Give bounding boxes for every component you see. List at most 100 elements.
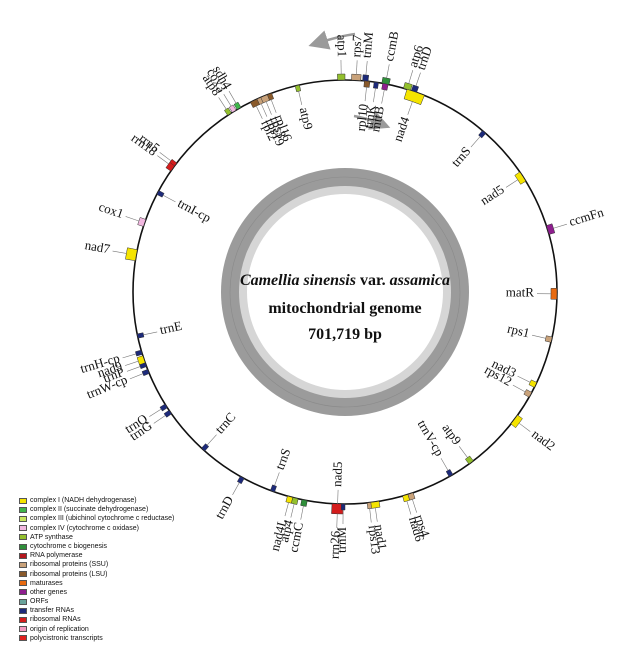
legend-label: other genes	[30, 588, 67, 596]
legend-label: complex IV (cytochrome c oxidase)	[30, 524, 139, 532]
gene-leader-line	[159, 152, 172, 162]
gene-leader-line	[532, 334, 546, 339]
genome-title-line2: mitochondrial genome	[268, 300, 421, 317]
gene-leader-line	[265, 101, 272, 115]
legend-label: complex I (NADH dehydrogenase)	[30, 497, 137, 504]
gene-leader-line	[517, 375, 531, 383]
gene-leader-line	[407, 101, 413, 115]
gene-block	[523, 389, 533, 398]
gene-block	[135, 349, 143, 357]
gene-block	[260, 94, 270, 104]
gene-leader-line	[274, 472, 280, 486]
gene-leader-line	[365, 61, 368, 76]
gene-leader-line	[300, 505, 304, 520]
gene-label: trnV-cp	[415, 417, 448, 458]
legend-swatch	[19, 534, 27, 541]
gene-block	[136, 332, 145, 339]
legend-swatch	[19, 617, 27, 624]
gene-block	[373, 81, 379, 89]
gene-block	[362, 74, 370, 82]
legend-label: complex III (ubichinol cytochrome c redu…	[30, 515, 175, 523]
gene-label: trnS	[272, 446, 294, 471]
legend-swatch	[19, 580, 27, 587]
legend-item: ATP synthase	[19, 533, 219, 542]
legend-item: ribosomal proteins (SSU)	[19, 560, 219, 569]
legend-item: complex IV (cytochrome c oxidase)	[19, 524, 219, 533]
gene-leader-line	[153, 415, 166, 424]
gene-leader-line	[122, 353, 137, 359]
legend-swatch	[19, 506, 27, 513]
gene-block	[514, 171, 527, 185]
legend-swatch	[19, 515, 27, 522]
gene-block	[402, 494, 410, 503]
direction-arrow-outer	[308, 30, 356, 50]
gene-block	[478, 130, 487, 139]
legend-item: ribosomal RNAs	[19, 615, 219, 624]
legend-label: origin of replication	[30, 625, 89, 633]
gene-label: atp9	[297, 106, 317, 131]
legend-item: other genes	[19, 588, 219, 597]
legend-item: ORFs	[19, 597, 219, 606]
genome-title-line1: Camellia sinensis var. assamica	[240, 272, 450, 289]
gene-label: rps4	[412, 513, 433, 539]
gene-label: nad7	[84, 237, 112, 256]
gene-leader-line	[143, 331, 158, 336]
gene-leader-line	[206, 434, 217, 446]
gene-label: trnD	[413, 44, 435, 71]
gene-label: atp4	[276, 518, 296, 544]
legend-label: transfer RNAs	[30, 607, 74, 615]
direction-arrow-inner	[353, 111, 391, 130]
gene-block	[340, 503, 346, 511]
gc-midline	[229, 176, 461, 408]
gene-label: cox1	[97, 199, 126, 221]
gene-label: trnK	[360, 103, 378, 129]
gene-block	[465, 455, 474, 465]
gene-label: ccmFn	[567, 204, 606, 229]
legend-label: ribosomal proteins (SSU)	[30, 561, 109, 569]
legend-item: maturases	[19, 579, 219, 588]
gene-block	[351, 73, 362, 81]
gene-label: trnM	[334, 526, 349, 553]
gene-block	[156, 190, 165, 198]
gene-label: matR	[506, 284, 535, 299]
gene-label: trnI-cp	[175, 195, 213, 225]
gene-label: ccmB	[381, 30, 402, 63]
gene-label: rps13	[366, 524, 384, 554]
gene-label: nad1	[372, 523, 390, 550]
legend-item: polycistronic transcripts	[19, 634, 219, 643]
gene-leader-line	[162, 195, 176, 203]
gene-leader-line	[440, 458, 449, 471]
gene-leader-line	[369, 508, 372, 523]
gene-leader-line	[125, 216, 139, 222]
gene-block	[528, 379, 538, 388]
legend-item: complex II (succinate dehydrogenase)	[19, 505, 219, 514]
gene-leader-line	[149, 408, 162, 417]
legend-label: ribosomal proteins (LSU)	[30, 570, 108, 578]
gene-block	[137, 217, 147, 227]
gene-block	[403, 88, 425, 106]
legend-swatch	[19, 561, 27, 568]
gene-leader-line	[157, 155, 169, 165]
gene-leader-line	[270, 99, 277, 113]
gene-label: nad5	[329, 461, 345, 487]
gene-leader-line	[470, 136, 481, 148]
gene-block	[510, 414, 523, 429]
gene-label: nad5	[477, 182, 506, 208]
gene-leader-line	[553, 223, 567, 229]
gene-leader-line	[290, 503, 295, 518]
gene-leader-line	[406, 500, 412, 515]
gene-leader-line	[415, 72, 421, 86]
gene-block	[270, 484, 277, 493]
gene-leader-line	[386, 64, 390, 79]
gene-leader-line	[356, 60, 358, 75]
gene-leader-line	[375, 507, 378, 522]
legend-item: complex I (NADH dehydrogenase)	[19, 496, 219, 505]
gene-label: nad2	[529, 426, 558, 453]
legend-swatch	[19, 571, 27, 578]
legend-label: ORFs	[30, 598, 49, 606]
gene-block	[544, 335, 553, 343]
gene-leader-line	[129, 373, 143, 380]
gene-label: rrn26	[327, 530, 343, 559]
gene-label: nad4	[390, 114, 413, 143]
